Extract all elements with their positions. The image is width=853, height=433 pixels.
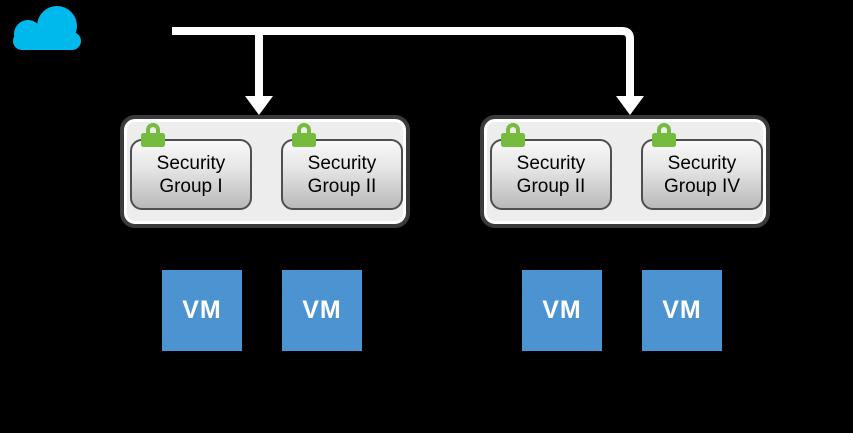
lock-icon [141, 123, 165, 147]
vm-box: VM [282, 270, 362, 351]
security-group-box: Security Group IV [641, 139, 763, 210]
vm-box: VM [162, 270, 242, 351]
vm-label: VM [662, 296, 702, 324]
security-group-box: Security Group II [281, 139, 403, 210]
security-group-box: Security Group I [130, 139, 252, 210]
vm-box: VM [522, 270, 602, 351]
security-group-label: Security Group I [156, 152, 226, 197]
cloud-icon [13, 6, 81, 50]
lock-icon [652, 123, 676, 147]
down-arrow-icon [616, 96, 644, 115]
security-group-label: Security Group II [307, 152, 377, 197]
lock-icon [501, 123, 525, 147]
lock-icon [292, 123, 316, 147]
down-arrow-icon [245, 96, 273, 115]
cloud-shape [13, 6, 81, 50]
vm-box: VM [642, 270, 722, 351]
vm-label: VM [302, 296, 342, 324]
security-group-box: Security Group II [490, 139, 612, 210]
arrow-trunk-line [172, 27, 634, 99]
security-group-label: Security Group II [516, 152, 586, 197]
vm-label: VM [542, 296, 582, 324]
vm-label: VM [182, 296, 222, 324]
security-group-label: Security Group IV [663, 152, 741, 197]
